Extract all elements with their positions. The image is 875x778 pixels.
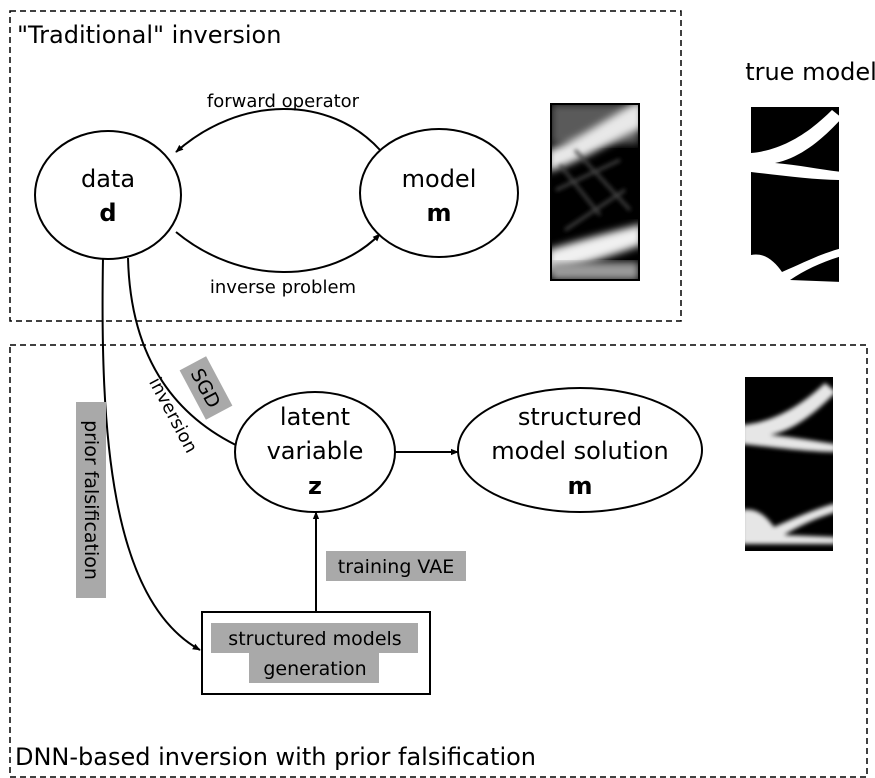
prior-falsification-label: prior falsification: [80, 420, 102, 580]
model-node-symbol: m: [426, 199, 451, 227]
dnn-title: DNN-based inversion with prior falsifica…: [15, 743, 536, 771]
data-node-symbol: d: [99, 199, 116, 227]
prior-falsification-highlight: prior falsification: [76, 402, 106, 598]
structured-model-solution-node: structured model solution m: [457, 387, 703, 513]
inverse-problem-label: inverse problem: [210, 277, 356, 298]
solution-node-line2: model solution: [491, 437, 668, 465]
forward-operator-arrow: [175, 108, 381, 153]
inverse-problem-arrow: [175, 231, 381, 273]
latent-node-line2: variable: [267, 437, 364, 465]
latent-variable-node: latent variable z: [234, 391, 396, 513]
latent-node-symbol: z: [308, 472, 322, 500]
model-node-label: model: [402, 165, 477, 193]
prior-falsification-arrow: [101, 257, 201, 651]
latent-node-line1: latent: [280, 403, 350, 431]
traditional-reconstruction-image: [550, 103, 640, 281]
forward-operator-label: forward operator: [207, 91, 360, 112]
solution-node-symbol: m: [567, 472, 592, 500]
structured-models-generation-box: structured models generation: [201, 611, 431, 695]
generation-box-line2: generation: [263, 658, 366, 680]
data-node: data d: [34, 130, 182, 260]
model-node: model m: [359, 128, 519, 258]
true-model-image: [751, 107, 839, 283]
generation-box-line1: structured models: [228, 628, 401, 650]
training-vae-highlight: training VAE: [326, 551, 466, 581]
solution-node-line1: structured: [518, 403, 642, 431]
traditional-title: "Traditional" inversion: [17, 21, 281, 49]
dnn-frame: [9, 344, 868, 778]
data-node-label: data: [81, 165, 135, 193]
traditional-frame: [9, 10, 682, 322]
inversion-arrow: [127, 257, 243, 449]
true-model-label: true model: [745, 58, 875, 86]
dnn-reconstruction-image: [745, 377, 833, 551]
training-vae-label: training VAE: [338, 556, 454, 578]
